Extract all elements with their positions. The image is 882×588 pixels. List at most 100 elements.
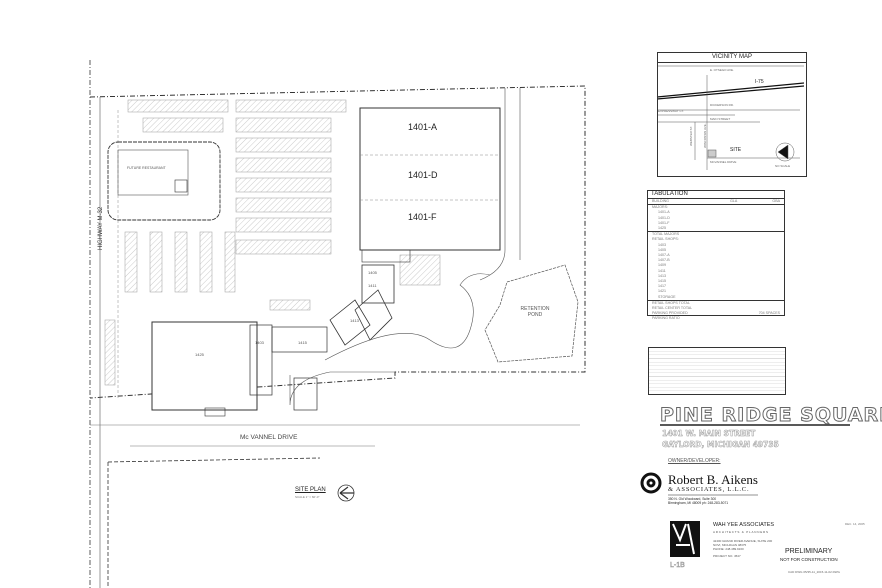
parking-rows <box>104 99 441 386</box>
tabulation-row: 1411 <box>648 269 784 274</box>
owner-address: 350 N. Old Woodward, Suite 300 <box>668 497 717 501</box>
building-label-1411: 1411 <box>368 283 377 288</box>
tabulation-cell: STORAGE <box>658 294 676 299</box>
road-label: EXPRESSWAY CT. <box>658 109 684 113</box>
tabulation-row: 1425 <box>648 226 784 231</box>
vicinity-map-drawing <box>656 65 805 170</box>
tabulation-header: BUILDING GLA GBA <box>648 199 784 206</box>
address-line-1: 1401 W. MAIN STREET <box>662 429 756 439</box>
tabulation-cell: 1415 <box>658 279 666 284</box>
outpad-restaurant <box>107 141 221 221</box>
owner-label: OWNER/DEVELOPER: <box>668 458 721 464</box>
road-label: E. OTSEGO AVE. <box>710 68 734 72</box>
tabulation-cell: 1401-D <box>658 215 670 220</box>
col-gla: GLA <box>730 199 738 203</box>
mcvannel-drive-label: Mc VANNEL DRIVE <box>240 434 298 441</box>
aikens-logo <box>640 472 662 494</box>
center-total-label: RETAIL CENTER TOTAL <box>652 306 693 311</box>
tabulation-cell <box>739 295 780 300</box>
tabulation-cell <box>699 295 740 300</box>
vicinity-map-title: VICINITY MAP <box>658 53 806 63</box>
wah-yee-logo <box>670 521 700 557</box>
tabulation-row: 1403 <box>648 243 784 248</box>
sheet-number: L-1B <box>670 562 685 570</box>
preliminary-label: PRELIMINARY <box>785 548 833 555</box>
outpad-label: FUTURE RESTAURANT <box>127 166 166 170</box>
address-line-2: GAYLORD, MICHIGAN 49735 <box>662 440 779 450</box>
building-label-1405: 1405 <box>368 270 377 275</box>
tabulation-row: 1421 <box>648 289 784 294</box>
architect-name: WAH YEE ASSOCIATES <box>713 522 775 528</box>
tabulation-row: STORAGE <box>648 295 784 300</box>
shops-heading: RETAIL SHOPS: <box>652 237 679 242</box>
tabulation-cell <box>739 226 780 231</box>
col-building: BUILDING <box>652 199 669 203</box>
tabulation-cell: 1425 <box>658 226 666 231</box>
project-title: PINE RIDGE SQUARE <box>659 404 882 427</box>
site-plan-label: SITE PLAN <box>295 487 326 493</box>
scale-label: SCALE 1" = 60'-0" <box>295 495 320 499</box>
majors-heading: MAJORS: <box>648 205 784 210</box>
building-1425 <box>151 321 258 411</box>
tabulation-cell: 1411 <box>658 268 666 273</box>
highway-m32-label: HIGHWAY M-32 <box>98 206 104 250</box>
tabulation-row: 1401-F <box>648 221 784 226</box>
architect-subtitle: ARCHITECTS & PLANNERS <box>713 530 769 534</box>
tabulation-cell: 1401-F <box>658 220 670 225</box>
tabulation-cell: 1417 <box>658 284 666 289</box>
owner-firm: & ASSOCIATES, L.L.C. <box>668 486 750 493</box>
notes-box <box>648 347 786 395</box>
tabulation-row: 1415 <box>648 279 784 284</box>
tabulation-cell: 1413 <box>658 273 666 278</box>
architect-city: NOVI, MICHIGAN 48375 <box>713 543 747 547</box>
tabulation-row: 1413 <box>648 274 784 279</box>
not-for-construction-label: NOT FOR CONSTRUCTION <box>780 557 838 562</box>
building-label-1425: 1425 <box>195 352 204 357</box>
architect-address: 42400 GRAND RIVER AVENUE, SUITE 200 <box>713 539 773 543</box>
tabulation-row: 1407-B <box>648 258 784 263</box>
architect-phone: PHONE: 248.489.9160 <box>713 547 744 551</box>
north-arrow-icon <box>337 484 355 502</box>
no-scale-label: NO SCALE <box>775 164 791 168</box>
tabulation-row: 1401-A <box>648 210 784 215</box>
shops-total-label: RETAIL SHOPS TOTAL <box>652 300 690 305</box>
road-label: MCVANNEL DRIVE <box>710 160 737 164</box>
tabulation-row: 1407-A <box>648 253 784 258</box>
road-label: MAIN STREET <box>710 117 731 121</box>
vicinity-map: VICINITY MAP <box>657 52 807 177</box>
majors-heading-text: MAJORS: <box>652 205 668 210</box>
road-label-i75: I-75 <box>755 79 764 85</box>
building-label-1413: 1413 <box>350 318 359 323</box>
anchor-building <box>359 107 501 251</box>
tabulation-title: TABULATION <box>648 191 784 199</box>
tabulation-cell <box>699 226 740 231</box>
tabulation-cell: 1421 <box>658 289 666 294</box>
retention-pond-label: RETENTION POND <box>520 306 550 318</box>
road-label-webster: WEBSTER ST. <box>689 125 693 146</box>
tabulation-table: TABULATION BUILDING GLA GBA MAJORS: 1401… <box>647 190 785 320</box>
parking-provided-value: 704 SPACES <box>758 311 780 316</box>
building-label-1401-a: 1401-A <box>408 122 438 132</box>
tabulation-row: 1405 <box>648 248 784 253</box>
retention-pond <box>484 264 579 363</box>
project-number: PROJECT NO. 4547 <box>713 554 741 558</box>
cad-file-label: CAD DWG 05/35-11_2015-11-02.DWG <box>788 570 840 574</box>
tabulation-cell: 1409 <box>658 263 666 268</box>
tabulation-cell: 1401-A <box>658 210 670 215</box>
parking-ratio-label: PARKING RATIO <box>652 316 680 321</box>
tabulation-row: 1417 <box>648 284 784 289</box>
building-label-1401-d: 1401-D <box>408 170 438 180</box>
total-majors-label: TOTAL MAJORS <box>652 232 680 237</box>
drawing-date: DEC. 14, 2005 <box>845 522 865 526</box>
owner-name: Robert B. Aikens <box>668 472 758 487</box>
building-label-1403: 1403 <box>255 340 264 345</box>
road-label-wisconsin: WISCONSIN AVE. <box>703 123 707 148</box>
owner-city: Birmingham, MI 48009 ph: 248-283-5071 <box>668 501 729 505</box>
tabulation-cell: 1407-B <box>658 258 670 263</box>
tabulation-cell: 1403 <box>658 242 666 247</box>
property-boundary <box>89 85 586 399</box>
building-label-1401-f: 1401-F <box>408 212 437 222</box>
